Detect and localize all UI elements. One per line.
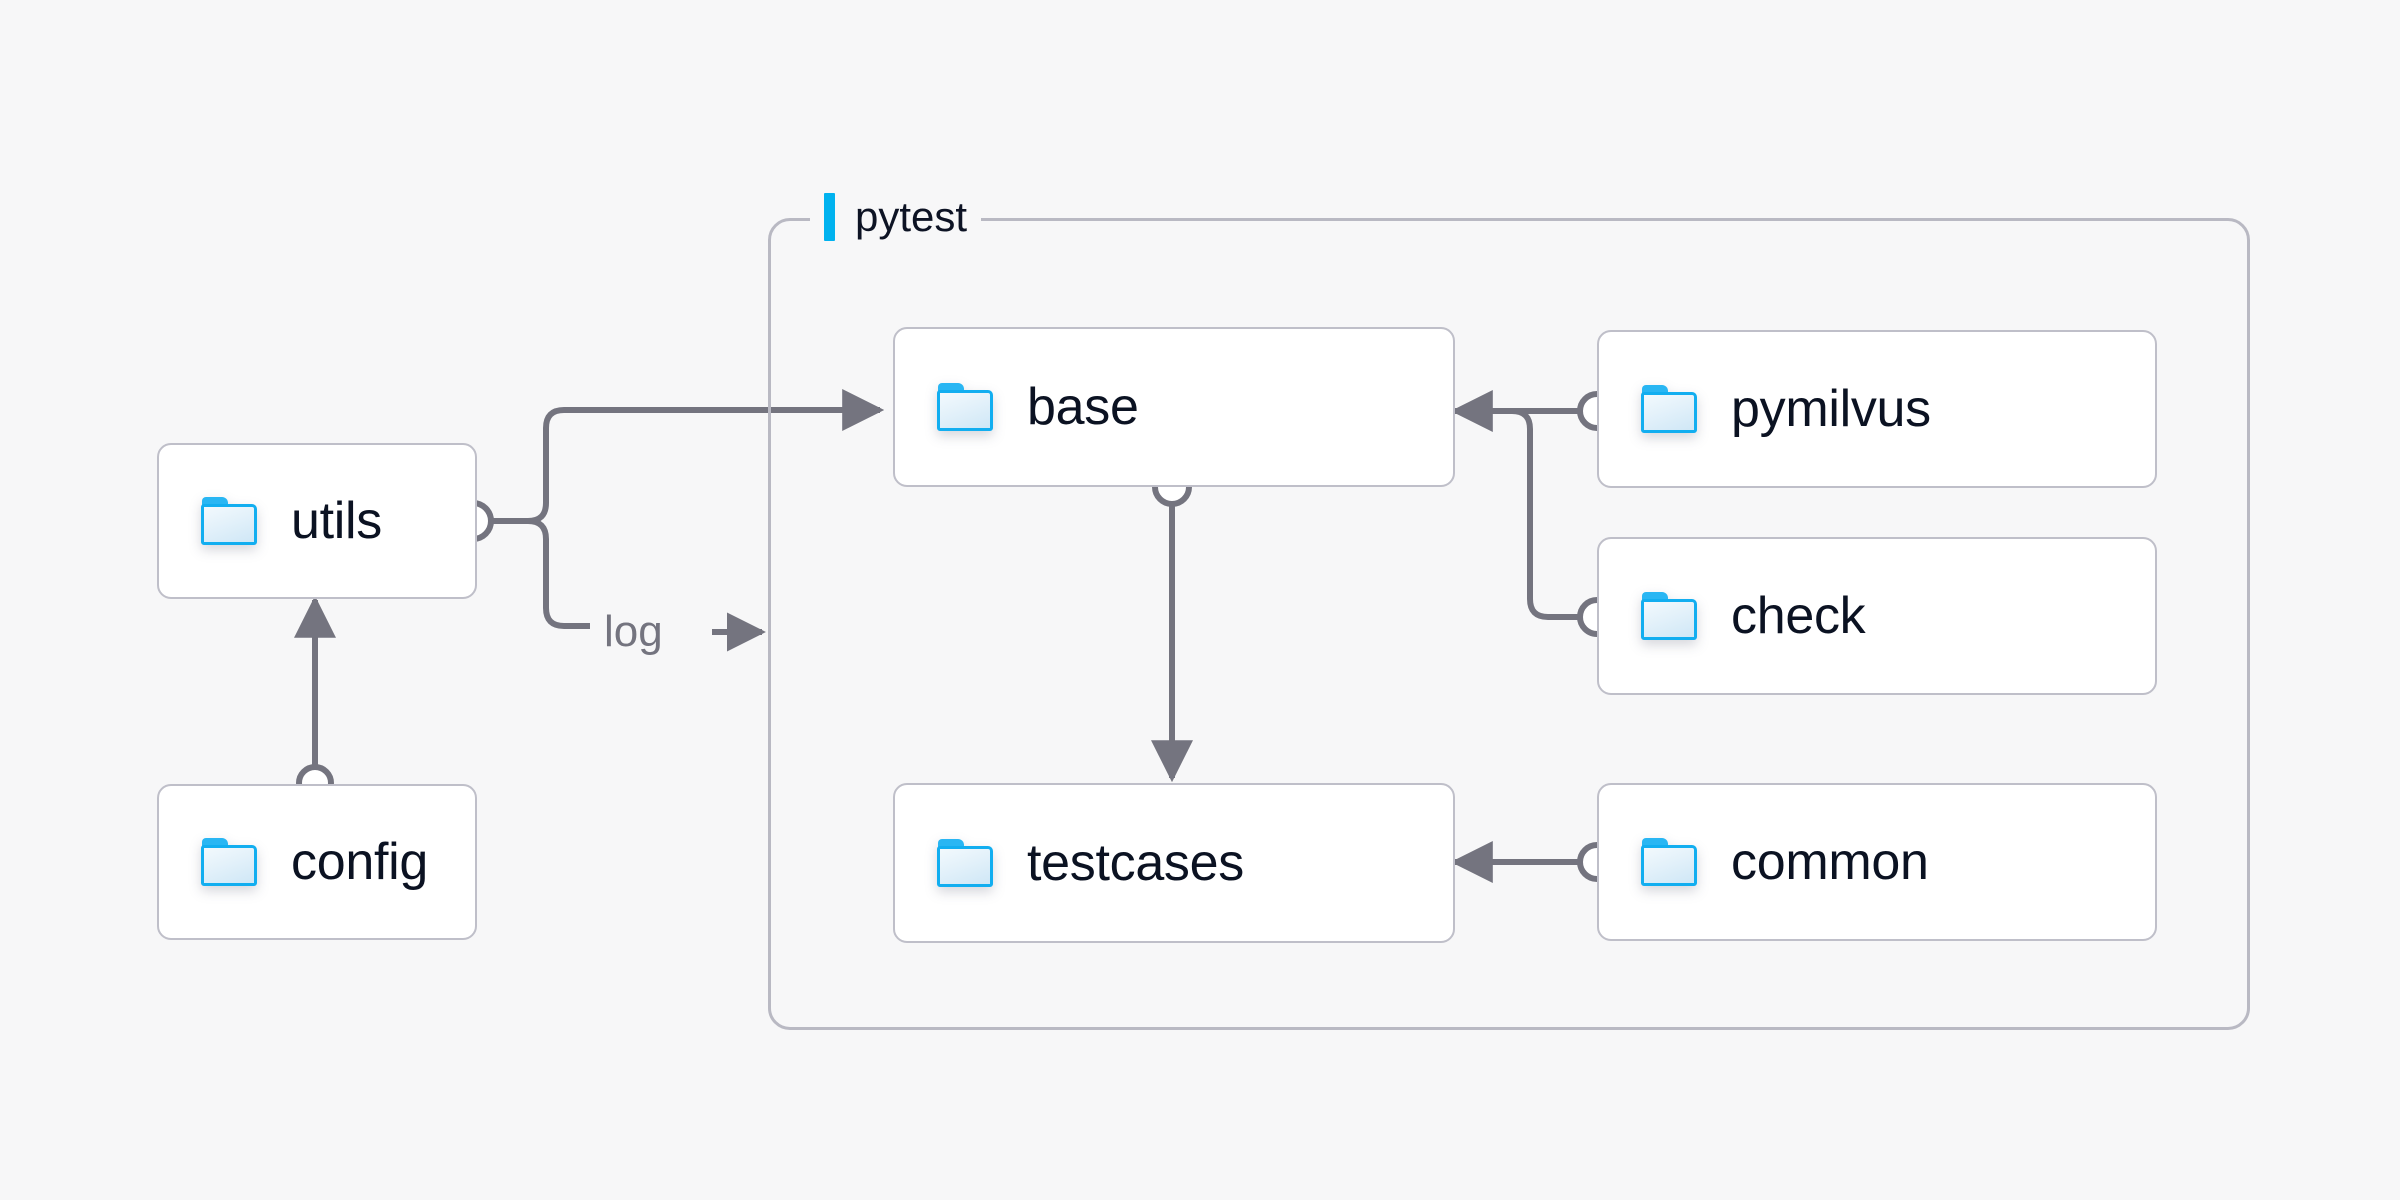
node-base[interactable]: base <box>893 327 1455 487</box>
node-utils-label: utils <box>291 492 382 550</box>
folder-icon <box>201 497 257 545</box>
node-config-label: config <box>291 833 428 891</box>
node-check[interactable]: check <box>1597 537 2157 695</box>
node-base-label: base <box>1027 378 1139 436</box>
node-common-label: common <box>1731 833 1929 891</box>
node-testcases[interactable]: testcases <box>893 783 1455 943</box>
edge-config-utils <box>294 595 336 802</box>
folder-icon <box>1641 838 1697 886</box>
folder-icon <box>937 839 993 887</box>
folder-icon <box>1641 592 1697 640</box>
node-pymilvus-label: pymilvus <box>1731 380 1931 438</box>
edge-label-log: log <box>604 607 663 656</box>
group-title: pytest <box>855 193 968 240</box>
node-testcases-label: testcases <box>1027 834 1244 892</box>
group-pytest-label: pytest <box>810 190 982 244</box>
node-utils[interactable]: utils <box>157 443 477 599</box>
folder-icon <box>1641 385 1697 433</box>
folder-icon <box>937 383 993 431</box>
node-common[interactable]: common <box>1597 783 2157 941</box>
node-pymilvus[interactable]: pymilvus <box>1597 330 2157 488</box>
node-config[interactable]: config <box>157 784 477 940</box>
group-pytest <box>768 218 2250 1030</box>
accent-bar-icon <box>824 193 835 241</box>
folder-icon <box>201 838 257 886</box>
node-check-label: check <box>1731 587 1866 645</box>
